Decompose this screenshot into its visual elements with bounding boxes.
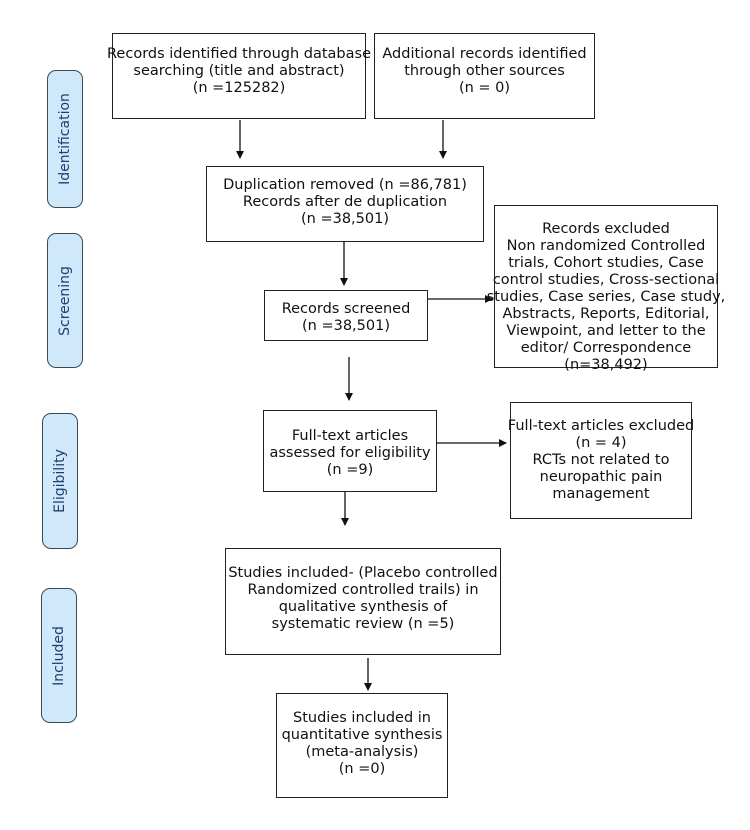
text-line: editor/ Correspondence xyxy=(520,340,692,356)
stage-eligibility-label: Eligibility xyxy=(52,449,69,513)
box-records-screened: Records screened (n =38,501) xyxy=(264,290,428,341)
text-line: quantitative synthesis xyxy=(281,727,443,743)
text-line: RCTs not related to xyxy=(532,452,670,468)
box-deduplication: Duplication removed (n =86,781) Records … xyxy=(206,166,484,242)
text-line: Studies included- (Placebo controlled xyxy=(228,565,498,581)
text-line: (n = 4) xyxy=(575,435,627,451)
stage-included-label: Included xyxy=(51,625,68,686)
box-other-records: Additional records identified through ot… xyxy=(374,33,595,119)
text-line: Studies included in xyxy=(293,710,431,726)
text-line: Records excluded xyxy=(542,221,670,237)
text-line: (n =38,501) xyxy=(302,318,390,334)
text-line: Randomized controlled trails) in xyxy=(247,582,479,598)
text-line: (n =125282) xyxy=(192,80,286,96)
box-fulltext-assessed: Full-text articles assessed for eligibil… xyxy=(263,410,437,492)
box-qualitative-synthesis: Studies included- (Placebo controlled Ra… xyxy=(225,548,501,655)
text-line: qualitative synthesis of xyxy=(278,599,448,615)
stage-identification-label: Identification xyxy=(57,93,74,185)
box-database-records: Records identified through database sear… xyxy=(107,33,371,119)
text-line: (n =38,501) xyxy=(301,211,389,227)
stage-screening-label: Screening xyxy=(57,265,73,336)
text-line: (meta-analysis) xyxy=(305,744,419,760)
text-line: (n =9) xyxy=(326,462,374,478)
box-records-excluded: Records excluded Non randomized Controll… xyxy=(487,205,725,373)
stage-screening: Screening xyxy=(47,233,83,368)
text-line: Duplication removed (n =86,781) xyxy=(223,177,467,193)
text-line: Records after de duplication xyxy=(242,194,448,210)
stage-identification: Identification xyxy=(47,70,83,208)
text-line: neuropathic pain xyxy=(539,469,663,485)
text-line: Records screened xyxy=(281,301,411,317)
text-line: (n = 0) xyxy=(458,80,511,96)
text-line: Non randomized Controlled xyxy=(506,238,706,254)
text-line: Abstracts, Reports, Editorial, xyxy=(502,306,710,322)
text-line: assessed for eligibility xyxy=(269,445,431,461)
text-line: Viewpoint, and letter to the xyxy=(506,323,706,339)
stage-eligibility: Eligibility xyxy=(42,413,78,549)
text-line: (n=38,492) xyxy=(564,357,648,373)
text-line: systematic review (n =5) xyxy=(271,616,455,632)
text-line: searching (title and abstract) xyxy=(133,63,345,79)
text-line: management xyxy=(552,486,650,502)
text-line: Records identified through database xyxy=(107,46,371,62)
stage-included: Included xyxy=(41,588,77,723)
text-line: Full-text articles excluded xyxy=(507,418,695,434)
box-quantitative-synthesis: Studies included in quantitative synthes… xyxy=(276,693,448,798)
box-fulltext-excluded: Full-text articles excluded (n = 4) RCTs… xyxy=(507,402,695,519)
text-line: trials, Cohort studies, Case xyxy=(508,255,704,271)
text-line: studies, Case series, Case study, xyxy=(486,289,726,305)
text-line: through other sources xyxy=(404,63,565,79)
text-line: control studies, Cross-sectional xyxy=(492,272,720,288)
text-line: Additional records identified xyxy=(382,46,587,62)
text-line: (n =0) xyxy=(338,761,386,777)
text-line: Full-text articles xyxy=(291,428,409,444)
